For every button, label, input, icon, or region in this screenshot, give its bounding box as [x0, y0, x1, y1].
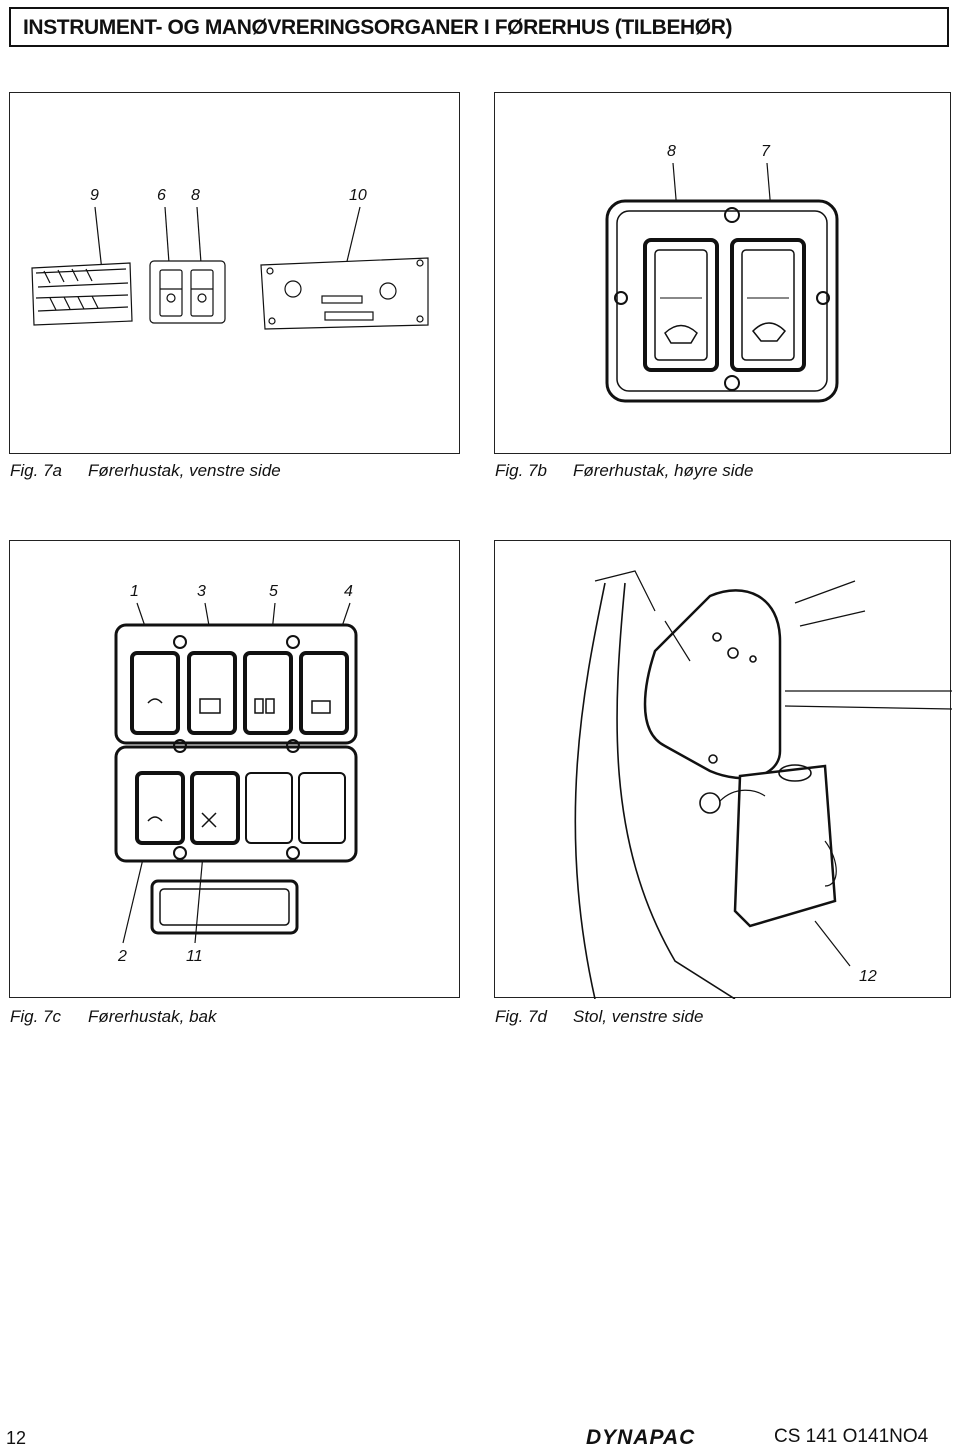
figure-7b-caption: Fig. 7b Førerhustak, høyre side: [495, 461, 753, 481]
callout-3: 3: [197, 583, 206, 600]
logo-text: DYNAPAC: [586, 1426, 695, 1447]
callout-6: 6: [157, 187, 166, 204]
callout-10: 10: [349, 187, 367, 204]
figure-7a-panel: 9 6 8 10: [9, 92, 460, 480]
figure-7c-title: Førerhustak, bak: [88, 1007, 217, 1026]
callout-1: 1: [130, 583, 139, 600]
callout-8: 8: [667, 143, 676, 160]
callout-2: 2: [117, 948, 127, 965]
figure-7d-caption: Fig. 7d Stol, venstre side: [495, 1007, 703, 1027]
callout-12: 12: [859, 968, 877, 985]
figure-7b-title: Førerhustak, høyre side: [573, 461, 754, 480]
figure-7a-caption: Fig. 7a Førerhustak, venstre side: [10, 461, 281, 481]
page-title: INSTRUMENT- OG MANØVRERINGSORGANER I FØR…: [23, 16, 733, 39]
figure-7b-number: Fig. 7b: [495, 461, 547, 480]
figure-7a-number: Fig. 7a: [10, 461, 62, 480]
figure-7b-illustration: 8 7: [605, 143, 839, 403]
callout-5: 5: [269, 583, 278, 600]
callout-9: 9: [90, 187, 99, 204]
figure-7d-panel: 12 Fig. 7d Stol, venstre side: [494, 540, 952, 1026]
document-code: CS 141 O141NO4: [774, 1426, 929, 1447]
page-header: INSTRUMENT- OG MANØVRERINGSORGANER I FØR…: [9, 7, 949, 47]
callout-7: 7: [761, 143, 771, 160]
figure-7c-illustration: 1 3 5 4 2 11: [114, 583, 358, 965]
figure-7b-panel: 8 7 Fig. 7b Førerhustak, høyre side: [494, 92, 951, 480]
figure-7a-title: Førerhustak, venstre side: [88, 461, 281, 480]
callout-11: 11: [186, 948, 203, 965]
figure-7a-illustration: 9 6 8 10: [31, 187, 429, 330]
dynapac-logo: DYNAPAC: [586, 1426, 695, 1447]
callout-4: 4: [344, 583, 353, 600]
figure-7d-number: Fig. 7d: [495, 1007, 547, 1026]
figure-7c-caption: Fig. 7c Førerhustak, bak: [10, 1007, 217, 1027]
figure-7c-number: Fig. 7c: [10, 1007, 62, 1026]
figure-7d-title: Stol, venstre side: [573, 1007, 704, 1026]
figure-7d-illustration: 12: [574, 570, 952, 999]
page-number: 12: [6, 1428, 27, 1448]
callout-8: 8: [191, 187, 200, 204]
figure-7c-panel: 1 3 5 4 2 11: [9, 540, 460, 1026]
